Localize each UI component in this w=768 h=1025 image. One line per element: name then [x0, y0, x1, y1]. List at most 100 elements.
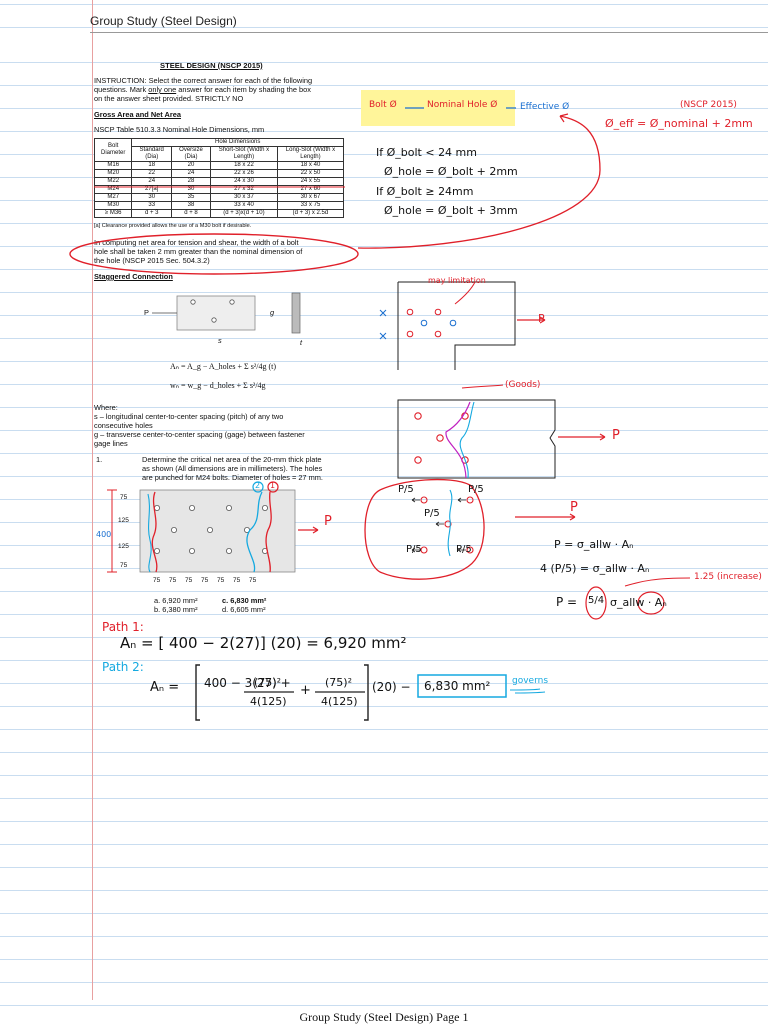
note-phi-eff: Ø_eff = Ø_nominal + 2mm — [605, 117, 753, 130]
fbd-p5-1: P/5 — [398, 484, 414, 495]
path-2-circle — [252, 481, 264, 493]
sketch2-p-label: P — [612, 428, 620, 443]
goods-pointer — [461, 384, 504, 389]
cell: (d + 3) x 2.5d — [276, 209, 345, 218]
increase-pointer — [624, 577, 691, 587]
sketch1-holes-blue — [420, 319, 457, 327]
problem-line-3: are punched for M24 bolts. Diameter of h… — [142, 473, 323, 482]
path1-equation: Aₙ = [ 400 − 2(27)] (20) = 6,920 mm² — [120, 634, 407, 652]
fig-p-label: P — [144, 308, 149, 317]
fbd-outline — [364, 478, 485, 580]
path2-result: 6,830 mm² — [424, 679, 491, 693]
sketch2-p-arrow — [558, 433, 606, 441]
highlight-box — [361, 90, 515, 126]
dim-h-6: 75 — [233, 577, 241, 584]
note-nominal-hole: Nominal Hole Ø — [427, 100, 498, 110]
fig-s-label: s — [218, 336, 222, 345]
fig-t-label: t — [300, 338, 303, 347]
where-block: Where: s – longitudinal center-to-center… — [94, 403, 364, 448]
main-path-red-right — [265, 491, 272, 573]
note-if-1: If Ø_bolt < 24 mm — [376, 146, 477, 159]
problem-number: 1. — [96, 455, 103, 464]
label-400: 400 — [96, 530, 112, 539]
path1-label: Path 1: — [102, 620, 144, 634]
sketch1-p-arrow — [517, 316, 546, 324]
dim-h-3: 75 — [185, 577, 193, 584]
fbd-force-arrows — [411, 497, 466, 553]
header-rule — [90, 32, 768, 33]
dim-v-1: 75 — [120, 494, 128, 501]
result-box — [417, 674, 507, 698]
fbd-p5-5: P/5 — [456, 544, 472, 555]
section-gross-net: Gross Area and Net Area — [94, 110, 181, 119]
fbd-p5-2: P/5 — [468, 484, 484, 495]
dim-v-4: 75 — [120, 562, 128, 569]
choice-c: c. 6,830 mm² — [222, 596, 267, 605]
section-staggered: Staggered Connection — [94, 272, 173, 281]
margin-line — [92, 0, 93, 1000]
main-p-arrow — [298, 526, 319, 534]
dim-h-1: 75 — [153, 577, 161, 584]
dim-v-2: 125 — [118, 517, 129, 524]
path2-brackets — [195, 664, 369, 721]
note-governs: governs — [512, 676, 549, 686]
eq-p-3b: 5/4 — [588, 595, 605, 606]
limitation-pointer — [454, 281, 476, 305]
path2-frac2-num: (75)² — [325, 676, 352, 689]
cell: ≥ M36 — [93, 209, 133, 218]
instruction-only-one: only one — [148, 85, 177, 94]
sketch2-path-cyan — [459, 401, 475, 479]
path2-times: (20) − — [372, 680, 411, 694]
sketch2-path-magenta — [445, 401, 471, 479]
instruction-line-2c: answer for each item by shading the box — [176, 85, 311, 94]
path2-an: Aₙ = — [150, 680, 180, 695]
fbd-path — [447, 489, 453, 557]
fbd-p5-4: P/5 — [406, 544, 422, 555]
an-circle — [637, 591, 665, 615]
sketch1-cross-marks — [379, 309, 387, 340]
note-ellipse — [69, 233, 359, 275]
note-eq-2: Ø_hole = Ø_bolt + 3mm — [384, 204, 518, 217]
small-hole — [211, 317, 217, 323]
main-path-red-left — [151, 491, 158, 573]
sketch-plate-2 — [397, 399, 556, 479]
where-g-2: gage lines — [94, 439, 128, 448]
fbd-p5-3: P/5 — [424, 508, 440, 519]
eq-p-2: 4 (P/5) = σ_allw · Aₙ — [540, 562, 650, 575]
fig-g-label: g — [270, 308, 275, 317]
path-1-circle — [267, 481, 279, 493]
choice-b: b. 6,380 mm² — [154, 605, 198, 614]
th-bolt: Bolt Diameter — [93, 138, 133, 162]
net-area-note-3: the hole (NSCP 2015 Sec. 504.3.2) — [94, 256, 210, 265]
where-s-1: s – longitudinal center-to-center spacin… — [94, 412, 284, 421]
cell: d + 8 — [171, 209, 211, 218]
dim-h-4: 75 — [201, 577, 209, 584]
main-path-cyan — [246, 491, 263, 573]
path2-frac1-num: (75)² — [254, 676, 281, 689]
fbd-p-label: P — [570, 500, 578, 515]
connector-loop — [357, 115, 601, 249]
sketch-plate-1 — [397, 281, 516, 370]
dim-h-7: 75 — [249, 577, 257, 584]
instruction-line-2a: questions. Mark — [94, 85, 149, 94]
eq-p-3c: σ_allw · Aₙ — [610, 596, 667, 609]
fbd-holes — [420, 496, 474, 554]
where-s-2: consecutive holes — [94, 421, 153, 430]
fbd-p-arrow — [515, 513, 576, 521]
path2-plus: + — [300, 683, 311, 698]
dim-h-2: 75 — [169, 577, 177, 584]
main-path-cyan-left — [147, 493, 152, 573]
note-bolt-diameter: Bolt Ø — [369, 100, 397, 110]
note-if-2: If Ø_bolt ≥ 24mm — [376, 185, 474, 198]
note-nscp: (NSCP 2015) — [680, 100, 737, 110]
note-effective: Effective Ø — [520, 102, 570, 112]
formula-net-width: wₙ = w_g − d_holes + Σ s²/4g — [170, 381, 266, 390]
label-path-1: 1 — [270, 481, 276, 490]
formula-net-area: Aₙ = A_g − A_holes + Σ s²/4g (t) — [170, 362, 276, 371]
dim-h-5: 75 — [217, 577, 225, 584]
instruction-line-2: questions. Mark only one answer for each… — [94, 85, 354, 94]
where-label: Where: — [94, 403, 118, 412]
